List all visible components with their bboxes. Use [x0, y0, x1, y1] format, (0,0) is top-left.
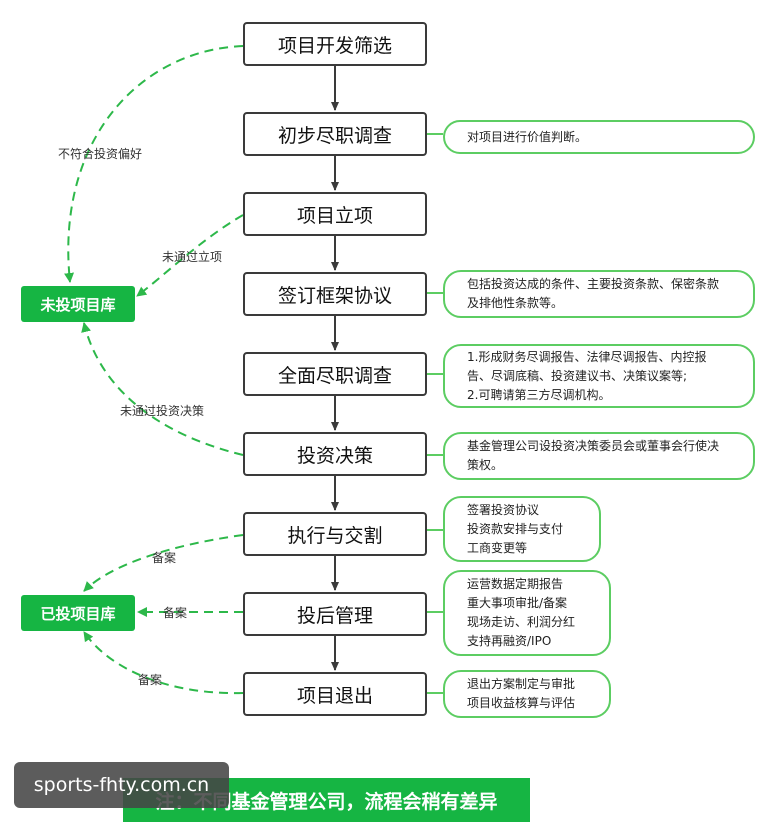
- edge-label-filing-1: 备案: [152, 551, 177, 565]
- note-line: 重大事项审批/备案: [467, 596, 568, 610]
- step-full-due-diligence: 全面尽职调查: [243, 352, 427, 396]
- note-line: 签署投资协议: [467, 502, 540, 517]
- note-line: 运营数据定期报告: [467, 577, 564, 591]
- note-line: 及排他性条款等。: [467, 296, 564, 310]
- dashed-arrow-mismatch: [64, 45, 244, 283]
- edge-label-not-approved: 未通过立项: [162, 250, 223, 264]
- library-invested: 已投项目库: [21, 595, 135, 631]
- step-project-approval: 项目立项: [243, 192, 427, 236]
- note-line: 包括投资达成的条件、主要投资条款、保密条款: [467, 277, 720, 291]
- step-preliminary-due-diligence: 初步尽职调查: [243, 112, 427, 156]
- dashed-arrow-not-approved: [136, 214, 244, 297]
- step-post-investment-management: 投后管理: [243, 592, 427, 636]
- note-line: 项目收益核算与评估: [467, 696, 576, 710]
- note-line: 基金管理公司设投资决策委员会或董事会行使决: [467, 439, 720, 453]
- library-not-invested: 未投项目库: [21, 286, 135, 322]
- note-project-exit: 退出方案制定与审批 项目收益核算与评估: [443, 670, 611, 718]
- note-line: 对项目进行价值判断。: [467, 129, 588, 144]
- note-line: 支持再融资/IPO: [467, 634, 552, 648]
- note-full-due-diligence: 1.形成财务尽调报告、法律尽调报告、内控报 告、尽调底稿、投资建议书、决策议案等…: [443, 344, 755, 408]
- note-execution-closing: 签署投资协议 投资款安排与支付 工商变更等: [443, 496, 601, 562]
- note-post-investment-management: 运营数据定期报告 重大事项审批/备案 现场走访、利润分红 支持再融资/IPO: [443, 570, 611, 656]
- note-line: 现场走访、利润分红: [467, 615, 576, 629]
- watermark: sports-fhty.com.cn: [14, 762, 229, 808]
- note-investment-decision: 基金管理公司设投资决策委员会或董事会行使决 策权。: [443, 432, 755, 480]
- note-line: 工商变更等: [467, 540, 528, 555]
- note-line: 退出方案制定与审批: [467, 677, 576, 691]
- step-framework-agreement: 签订框架协议: [243, 272, 427, 316]
- edge-label-filing-3: 备案: [138, 673, 163, 687]
- note-line: 投资款安排与支付: [467, 521, 564, 536]
- dashed-arrow-filing-3: [83, 631, 244, 695]
- step-project-exit: 项目退出: [243, 672, 427, 716]
- step-project-screening: 项目开发筛选: [243, 22, 427, 66]
- note-line: 告、尽调底稿、投资建议书、决策议案等;: [467, 368, 688, 383]
- dashed-arrow-filing-1: [83, 534, 244, 592]
- edge-label-filing-2: 备案: [163, 606, 188, 620]
- dashed-arrow-not-decided: [81, 322, 244, 456]
- note-line: 2.可聘请第三方尽调机构。: [467, 387, 611, 402]
- note-line: 1.形成财务尽调报告、法律尽调报告、内控报: [467, 349, 707, 364]
- note-line: 策权。: [467, 458, 504, 472]
- edge-label-mismatch: 不符合投资偏好: [58, 147, 143, 161]
- edge-label-not-decided: 未通过投资决策: [120, 404, 205, 418]
- step-execution-closing: 执行与交割: [243, 512, 427, 556]
- note-framework-agreement: 包括投资达成的条件、主要投资条款、保密条款 及排他性条款等。: [443, 270, 755, 318]
- note-preliminary-due-diligence: 对项目进行价值判断。: [443, 120, 755, 154]
- step-investment-decision: 投资决策: [243, 432, 427, 476]
